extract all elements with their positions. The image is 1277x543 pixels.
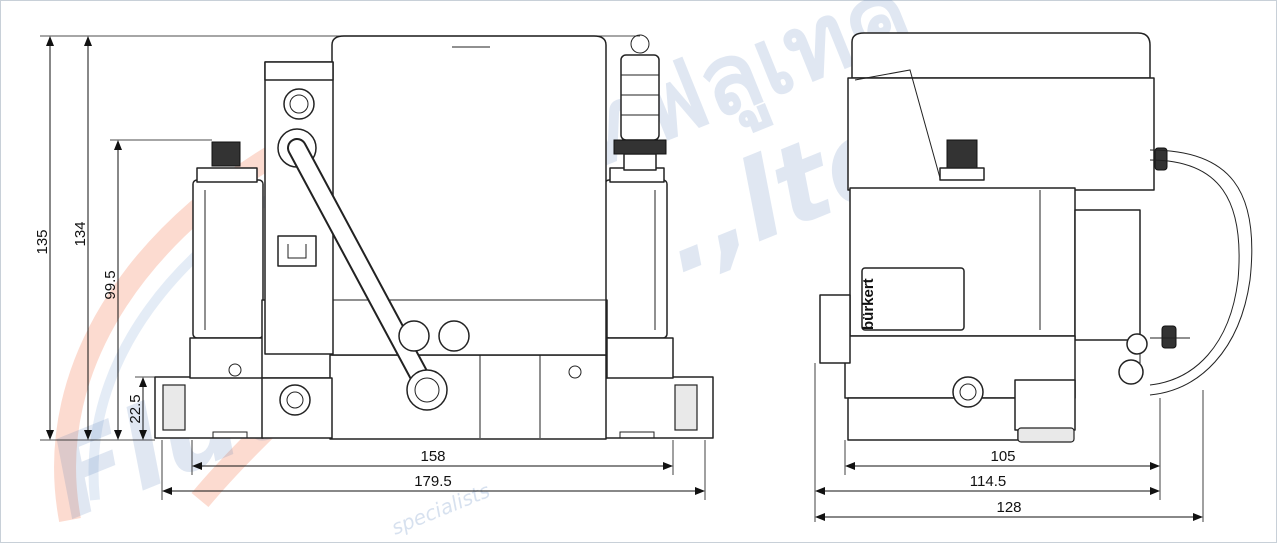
dim-arrow <box>815 513 825 521</box>
front-lever-end <box>406 369 448 411</box>
side-port-inner <box>959 383 977 401</box>
front-left-connector <box>211 141 241 167</box>
front-port-top-inner <box>289 94 309 114</box>
dim-label-128: 128 <box>996 499 1021 516</box>
dim-arrow <box>84 36 92 46</box>
dim-arrow <box>46 36 54 46</box>
front-left-solenoid <box>192 179 264 339</box>
dim-arrow <box>845 462 855 470</box>
front-port-top <box>283 88 315 120</box>
dim-arrow <box>139 430 147 440</box>
side-cable <box>1149 149 1253 396</box>
side-housing-edge <box>854 69 941 179</box>
dim-arrow <box>139 377 147 387</box>
front-column-bracket <box>277 235 317 267</box>
side-left-clip <box>819 294 851 364</box>
side-dimensions: 105 114.5 128 <box>814 363 1204 522</box>
dim-arrow <box>1193 513 1203 521</box>
side-lever-pivot <box>1118 359 1144 385</box>
dim-label-135: 135 <box>34 229 51 254</box>
dim-arrow <box>192 462 202 470</box>
side-brand-label: bürkert <box>860 278 877 330</box>
dim-label-158: 158 <box>420 448 445 465</box>
front-lever <box>289 140 435 398</box>
side-port <box>952 376 984 408</box>
front-base-right-clip <box>674 384 698 431</box>
front-dimensions: 135 134 99.5 22.5 158 179.5 <box>34 35 706 500</box>
dim-arrow <box>815 487 825 495</box>
dim-label-22-5: 22.5 <box>127 394 144 423</box>
dim-label-99-5: 99.5 <box>102 270 119 299</box>
dim-arrow <box>162 487 172 495</box>
front-base-port-inner <box>286 391 304 409</box>
side-lower-tab <box>1017 427 1075 443</box>
side-adjust-knob <box>1161 325 1177 349</box>
side-connector <box>946 139 978 171</box>
dim-arrow <box>1150 462 1160 470</box>
front-connector-nut <box>613 139 667 155</box>
dim-label-105: 105 <box>990 448 1015 465</box>
front-screw <box>568 365 582 379</box>
dim-arrow <box>695 487 705 495</box>
side-lower-block <box>1014 379 1076 431</box>
side-base <box>847 397 1019 441</box>
front-manifold-port <box>438 320 470 352</box>
front-cable-connector <box>620 54 660 141</box>
dim-label-179-5: 179.5 <box>414 473 452 490</box>
front-left-column-top <box>264 61 334 81</box>
dim-arrow <box>1150 487 1160 495</box>
front-view <box>154 34 714 440</box>
dim-arrow <box>663 462 673 470</box>
front-right-solenoid <box>604 179 668 339</box>
dim-arrow <box>46 430 54 440</box>
side-connector-base <box>939 167 985 181</box>
side-brand-plate <box>861 267 965 331</box>
front-lifting-eye <box>630 34 650 54</box>
side-adjust-knob <box>1154 147 1168 171</box>
front-foot <box>212 431 248 439</box>
side-cable-inner <box>1149 159 1240 386</box>
dim-label-114-5: 114.5 <box>970 473 1006 490</box>
dim-arrow <box>114 430 122 440</box>
front-lower-body <box>329 354 607 440</box>
front-manifold-port <box>398 320 430 352</box>
front-right-valve-body <box>602 337 674 379</box>
front-column-bracket-inner <box>287 244 307 259</box>
front-connector-base <box>623 153 657 171</box>
side-top-cover <box>851 32 1151 79</box>
side-pivot-top <box>1126 333 1148 355</box>
front-screw <box>228 363 242 377</box>
dim-arrow <box>114 140 122 150</box>
front-left-solenoid-cap <box>196 167 258 183</box>
side-view: bürkert <box>819 32 1253 443</box>
front-base-port <box>279 384 311 416</box>
side-bracket <box>1074 209 1141 341</box>
front-base-left-clip <box>162 384 186 431</box>
side-upper-housing <box>847 77 1155 191</box>
front-left-valve-body <box>189 337 266 379</box>
dim-label-134: 134 <box>72 221 89 246</box>
front-foot <box>619 431 655 439</box>
front-lever-end-inner <box>414 377 440 403</box>
dim-arrow <box>84 430 92 440</box>
